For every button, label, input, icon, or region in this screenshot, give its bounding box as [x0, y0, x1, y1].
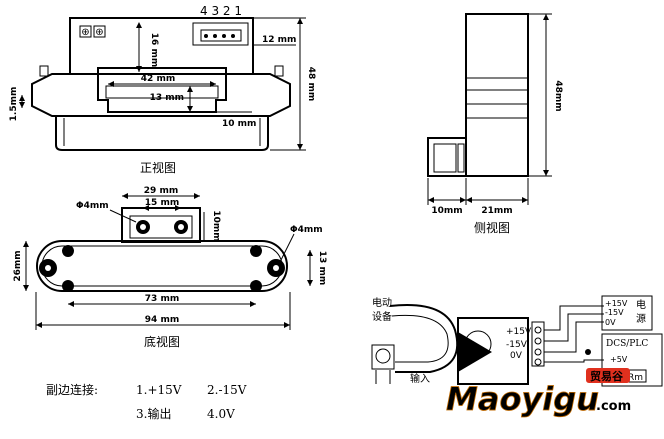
dim-phi-right: Φ4mm: [290, 225, 323, 235]
wiring-item-1: 1.+15V: [136, 383, 182, 397]
dim-26: 26mm: [13, 250, 23, 281]
dim-1-5: 1.5mm: [9, 87, 19, 122]
wiring-schematic: 电动 设备 输入 +15V -15V 0V +15V -15V 0V 电: [371, 295, 663, 387]
dim-42: 42 mm: [141, 74, 175, 84]
dim-13-bottom: 13 mm: [317, 251, 327, 285]
psu-label-2: 源: [636, 312, 646, 325]
watermark-com: .com: [596, 399, 631, 414]
screw-right: [93, 25, 106, 38]
wire-plus15: [544, 305, 604, 331]
side-dim-48: 48mm: [553, 80, 563, 111]
side-dim-10: 10mm: [431, 206, 462, 216]
side-body: [465, 13, 529, 177]
bottom-view: Φ4mm 29 mm 15 mm 10mm Φ4mm 26mm 13 mm 73…: [13, 186, 327, 349]
bottom-tab: [121, 207, 201, 243]
wire-0v: [544, 321, 604, 353]
wire-output: [544, 359, 604, 363]
equipment-label-2: 设备: [372, 310, 392, 323]
watermark-cn: 贸易谷: [590, 369, 624, 383]
dcs-box: [601, 333, 663, 387]
wiring-item-4: 4.0V: [207, 407, 235, 421]
dim-10: 10 mm: [222, 119, 256, 129]
psu-minus15: -15V: [605, 308, 624, 317]
wiring-notes: 副边连接: 1.+15V 2.-15V 3.输出 4.0V: [46, 382, 247, 421]
front-view: ⊕ ⊕ 4 3 2 1 16 mm 12 mm: [9, 4, 316, 175]
svg-text:⊕: ⊕: [81, 27, 89, 38]
wiring-title: 副边连接:: [46, 382, 98, 397]
dim-10-bottom: 10mm: [211, 210, 221, 241]
psu-label-1: 电: [636, 298, 646, 311]
side-connector: [427, 137, 467, 177]
psu-0v: 0V: [605, 318, 616, 327]
rm-label: Rm: [628, 373, 643, 383]
watermark-logo: Maoyigu 贸易谷 .com: [446, 368, 631, 418]
sensor-arrow: [458, 332, 492, 372]
dim-phi-left: Φ4mm: [76, 201, 109, 211]
connector-block: [192, 22, 249, 46]
bottom-oval: [36, 240, 288, 292]
dim-12: 12 mm: [262, 35, 296, 45]
equipment-label-1: 电动: [372, 296, 392, 309]
side-view: 48mm 10mm 21mm 侧视图: [427, 13, 563, 235]
svg-text:⊕: ⊕: [95, 27, 103, 38]
pin-numbers: 4 3 2 1: [200, 4, 242, 18]
dim-16: 16 mm: [149, 33, 159, 67]
wiring-item-2: 2.-15V: [207, 383, 247, 397]
cable-loop: [389, 304, 459, 373]
motor-icon: [371, 344, 395, 370]
front-flange: [31, 73, 291, 117]
bottom-view-caption: 底视图: [144, 334, 180, 349]
wire-minus15: [544, 313, 604, 342]
dim-15: 15 mm: [145, 198, 179, 208]
dcs-small: +5V: [610, 355, 628, 364]
psu-box: [601, 295, 653, 331]
dcs-label: DCS/PLC: [606, 339, 648, 349]
front-view-caption: 正视图: [140, 160, 176, 175]
dim-94: 94 mm: [145, 315, 179, 325]
front-lower-body: [55, 116, 269, 151]
dim-48: 48 mm: [306, 67, 316, 101]
side-dim-21: 21mm: [481, 206, 512, 216]
terminal-strip: [531, 321, 545, 367]
dim-73: 73 mm: [145, 294, 179, 304]
wiring-item-3: 3.输出: [136, 406, 171, 421]
dim-13: 13 mm: [150, 93, 184, 103]
terminal-minus15: -15V: [506, 340, 528, 350]
side-view-caption: 侧视图: [474, 220, 510, 235]
dim-29: 29 mm: [144, 186, 178, 196]
terminal-0v: 0V: [510, 351, 523, 361]
terminal-plus15: +15V: [506, 327, 532, 337]
screw-left: [79, 25, 92, 38]
watermark-brand: Maoyigu: [446, 380, 599, 418]
psu-plus15: +15V: [605, 299, 628, 308]
input-label: 输入: [410, 372, 430, 385]
